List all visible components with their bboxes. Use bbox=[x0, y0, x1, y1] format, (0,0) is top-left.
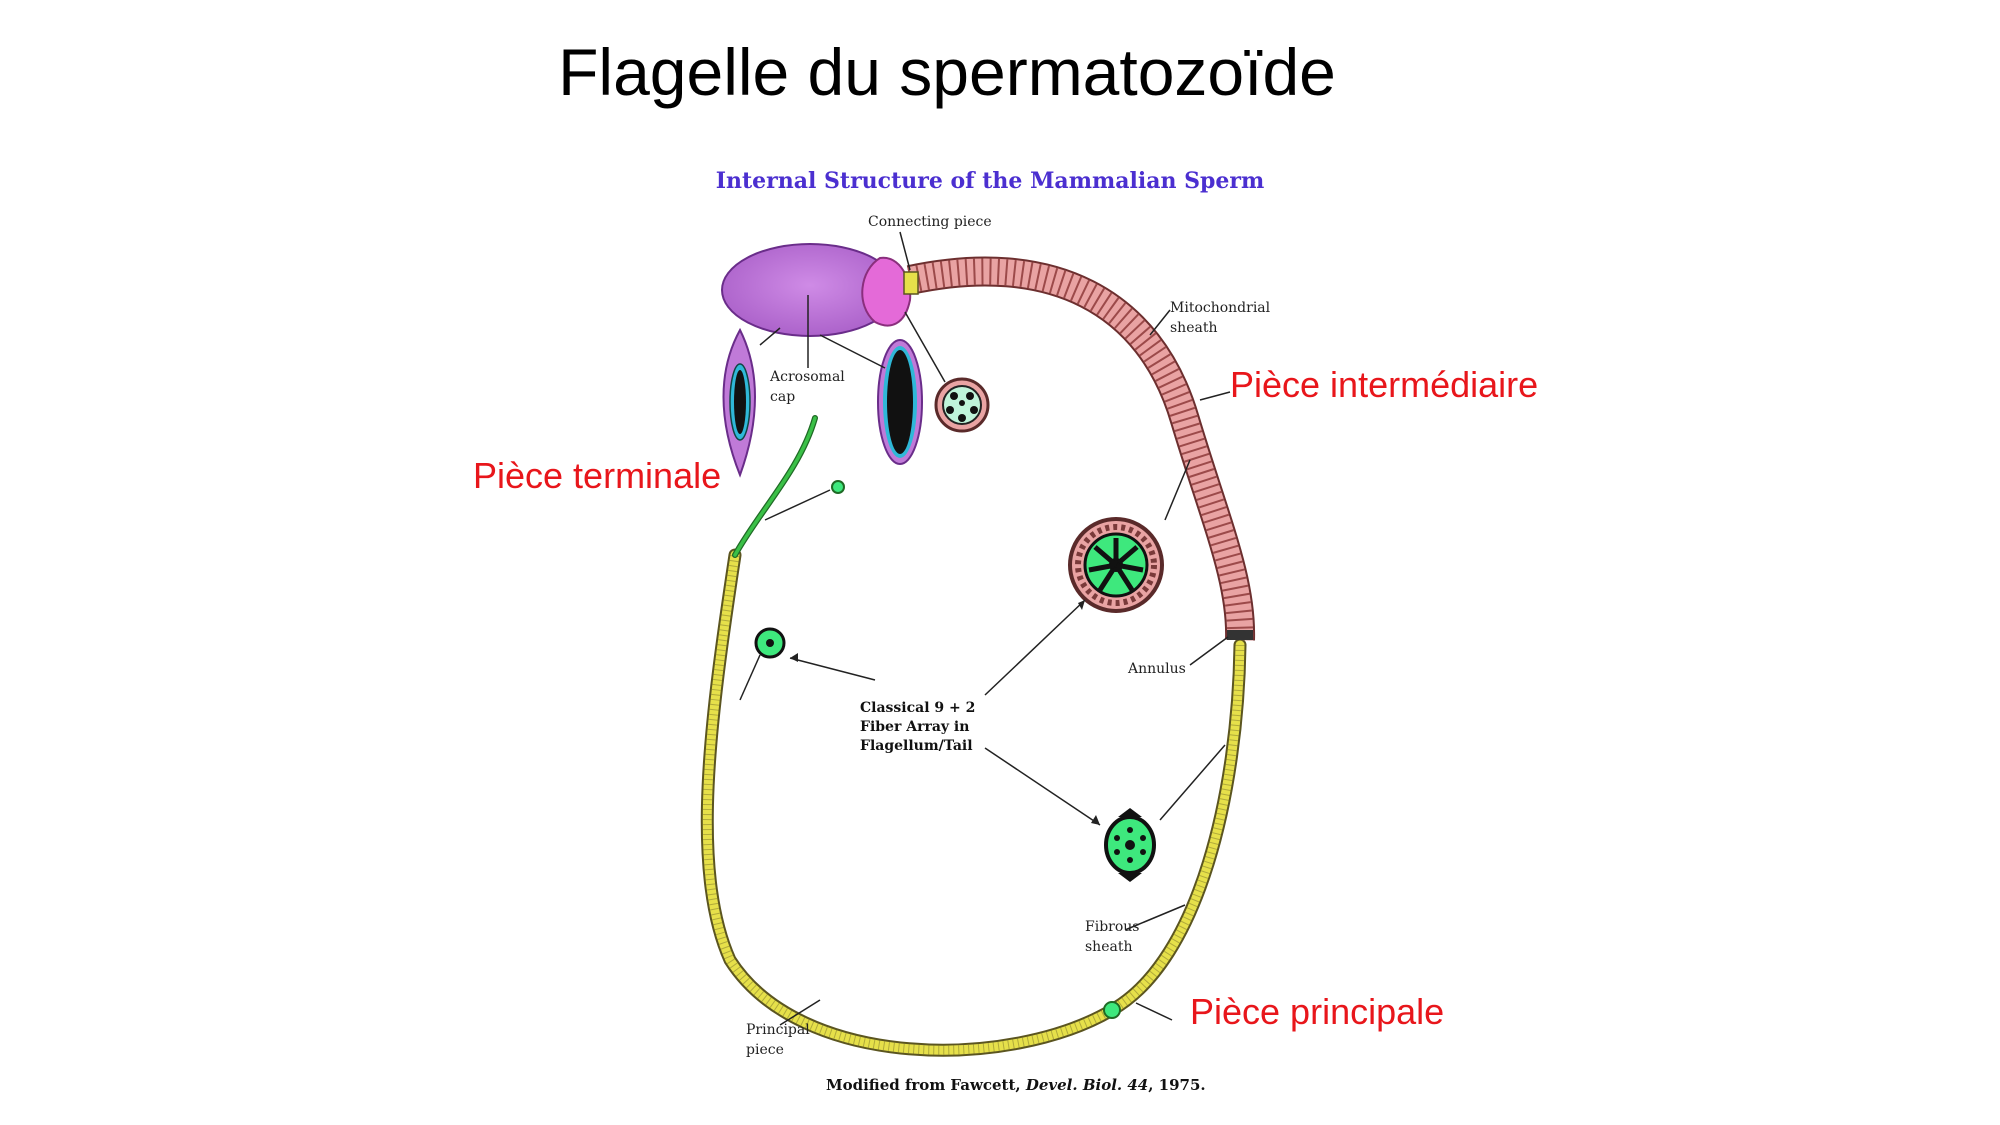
citation-suffix: , 1975. bbox=[1148, 1076, 1205, 1094]
label-annulus: Annulus bbox=[1127, 661, 1186, 677]
diagram-title: Internal Structure of the Mammalian Sper… bbox=[716, 168, 1265, 194]
slide-title: Flagelle du spermatozoïde bbox=[558, 35, 1336, 109]
label-connecting-piece: Connecting piece bbox=[868, 214, 992, 230]
principal-large-section bbox=[1104, 808, 1156, 882]
neck bbox=[903, 271, 919, 295]
head-side-section bbox=[722, 327, 756, 478]
annulus-marker bbox=[1227, 630, 1253, 640]
label-mitochondrial-sheath-2: sheath bbox=[1170, 320, 1217, 336]
label-acrosomal-cap-1: Acrosomal bbox=[769, 369, 845, 385]
principal-small-section bbox=[754, 627, 786, 659]
tail-junction-section bbox=[1103, 1001, 1121, 1019]
connecting-piece bbox=[861, 256, 912, 327]
head-frontal-section bbox=[877, 339, 923, 465]
midpiece-section bbox=[1068, 517, 1164, 613]
annotation-piece-principale: Pièce principale bbox=[1190, 991, 1444, 1032]
label-fiber-array-1: Classical 9 + 2 bbox=[860, 700, 975, 716]
label-fiber-array-3: Flagellum/Tail bbox=[860, 738, 973, 754]
end-piece-section bbox=[831, 480, 845, 494]
connecting-piece-section bbox=[934, 377, 990, 433]
citation: Modified from Fawcett, Devel. Biol. 44, … bbox=[826, 1076, 1206, 1094]
citation-journal: Devel. Biol. 44 bbox=[1025, 1076, 1148, 1094]
annotation-piece-terminale: Pièce terminale bbox=[473, 455, 721, 496]
leader-lines bbox=[739, 231, 1231, 1026]
citation-prefix: Modified from Fawcett, bbox=[826, 1076, 1026, 1094]
principal-piece-tail bbox=[700, 548, 1247, 1057]
label-acrosomal-cap-2: cap bbox=[770, 389, 795, 405]
label-principal-piece-2: piece bbox=[746, 1042, 784, 1058]
label-principal-piece-1: Principal bbox=[746, 1022, 810, 1038]
annotation-piece-intermediaire: Pièce intermédiaire bbox=[1230, 364, 1538, 405]
label-fiber-array-2: Fiber Array in bbox=[860, 719, 969, 735]
label-mitochondrial-sheath-1: Mitochondrial bbox=[1170, 300, 1271, 316]
label-fibrous-sheath-2: sheath bbox=[1085, 939, 1132, 955]
label-fibrous-sheath-1: Fibrous bbox=[1085, 919, 1139, 935]
